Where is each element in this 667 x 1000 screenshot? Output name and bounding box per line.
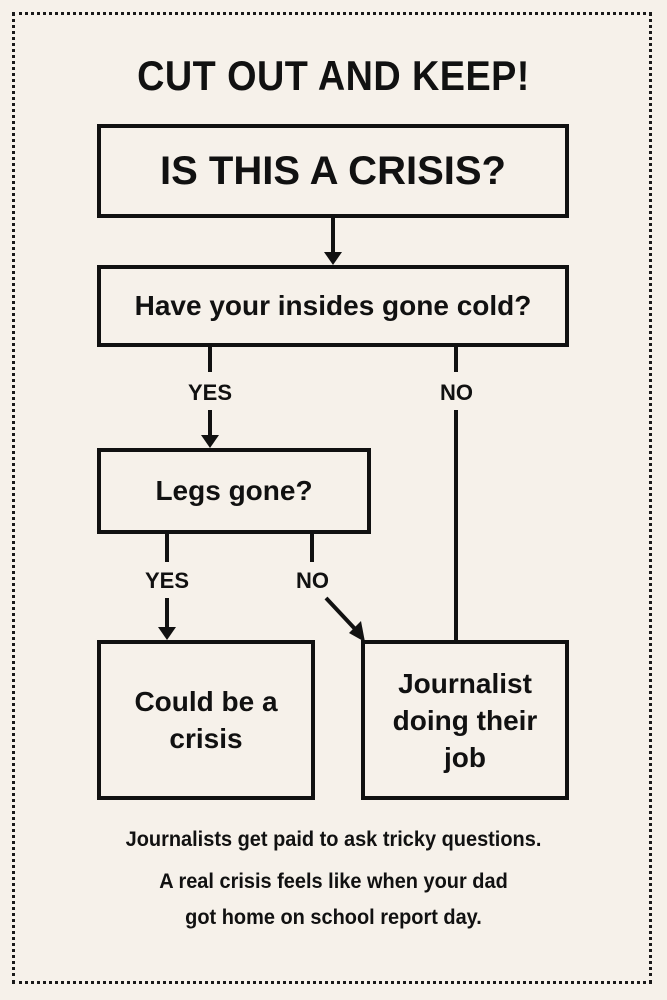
outcome-crisis-label: Could be a crisis	[134, 686, 278, 754]
question-insides-cold-label: Have your insides gone cold?	[134, 290, 532, 321]
edge-label-q1-no: NO	[440, 380, 473, 405]
outcome-journalist-label: Journalist doing their job	[392, 667, 538, 773]
question-legs-gone-node: Legs gone?	[97, 448, 371, 534]
footer-line-1: Journalists get paid to ask tricky quest…	[125, 828, 542, 851]
dotted-cutout-border	[12, 12, 652, 984]
outcome-journalist-node: Journalist doing their job	[361, 640, 569, 800]
start-node: IS THIS A CRISIS?	[97, 124, 569, 218]
footer-line-2: A real crisis feels like when your dad	[159, 870, 508, 893]
connector-q2-no-diagonal	[324, 596, 358, 632]
footer-line-3: got home on school report day.	[185, 906, 482, 929]
edge-label-q2-no: NO	[296, 568, 329, 593]
question-insides-cold-node: Have your insides gone cold?	[97, 265, 569, 347]
arrowhead-q1	[324, 252, 342, 265]
edge-label-q1-yes: YES	[188, 380, 233, 405]
arrowhead-q2	[201, 435, 219, 448]
arrowhead-job	[349, 621, 365, 642]
question-legs-gone-label: Legs gone?	[155, 475, 313, 506]
edge-label-q2-yes: YES	[145, 568, 190, 593]
start-node-label: IS THIS A CRISIS?	[160, 148, 506, 193]
outcome-crisis-node: Could be a crisis	[97, 640, 315, 800]
page-title: CUT OUT AND KEEP!	[137, 52, 530, 99]
arrowhead-crisis	[158, 627, 176, 640]
